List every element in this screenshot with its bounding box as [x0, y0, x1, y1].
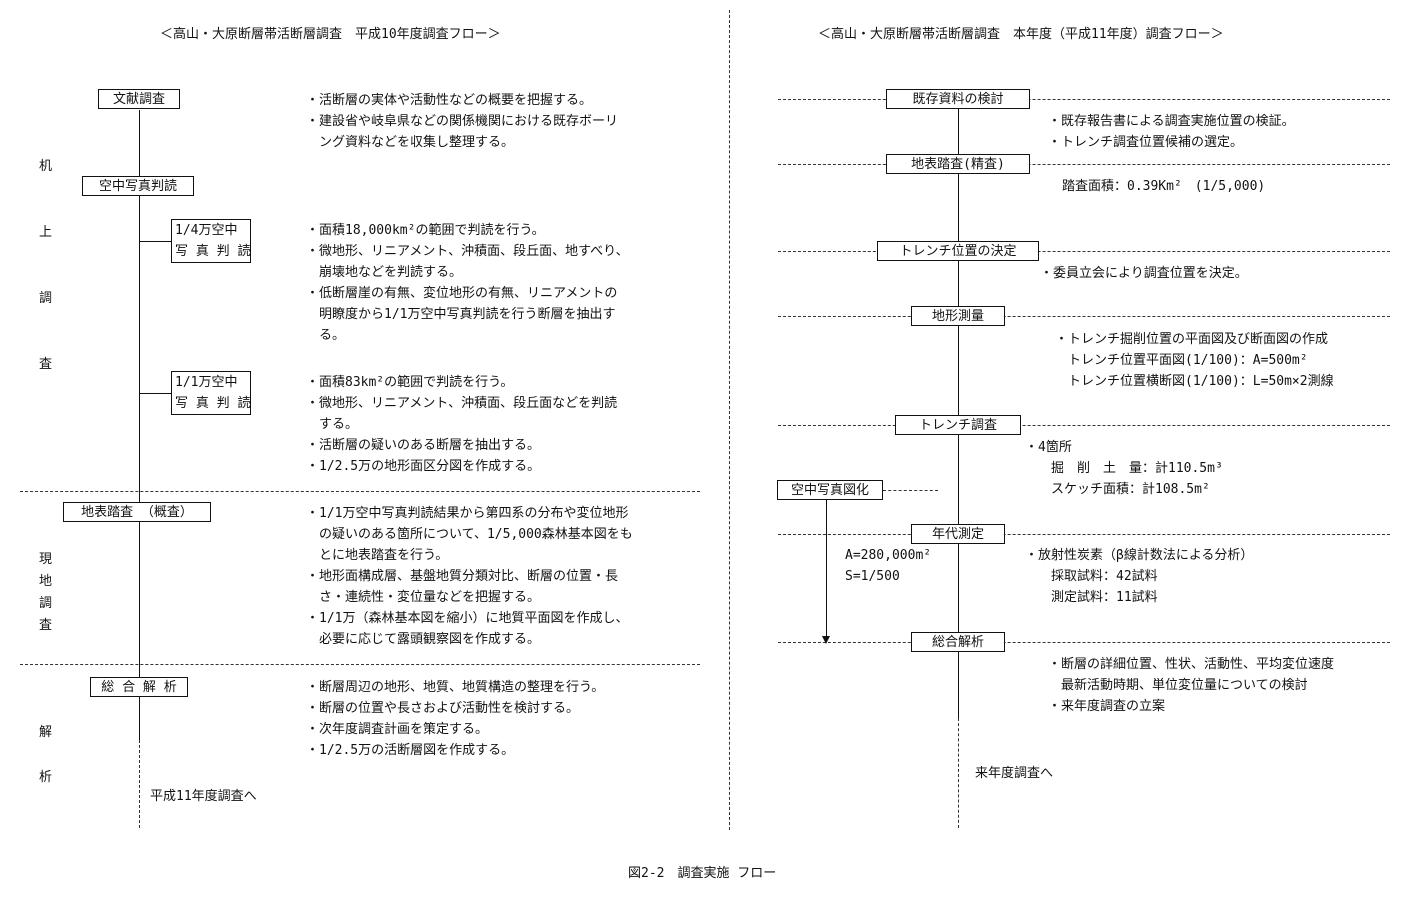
analysis-box: 総 合 解 析	[90, 677, 188, 697]
right-title: ＜高山・大原断層帯活断層調査 本年度（平成11年度）調査フロー＞	[818, 27, 1224, 42]
field-survey-notes: ・1/1万空中写真判読結果から第四系の分布や変位地形 の疑いのある箇所について、…	[306, 506, 633, 647]
trench-position-notes: ・委員立会により調査位置を決定。	[1040, 266, 1248, 281]
existing-notes: ・既存報告書による調査実施位置の検証。 ・トレンチ調査位置候補の選定。	[1048, 114, 1295, 150]
literature-survey-box: 文献調査	[98, 89, 180, 109]
center-divider	[729, 10, 730, 830]
phase-separator	[20, 664, 700, 665]
trench-position-box: トレンチ位置の決定	[877, 241, 1039, 261]
side-label: 査	[39, 618, 53, 633]
arrow-head-icon	[822, 636, 830, 644]
side-label: 上	[39, 225, 53, 240]
step-dash	[778, 99, 1390, 100]
step-dash	[778, 251, 1390, 252]
aerial-area-notes: A=280,000m² S=1/500	[845, 548, 932, 584]
synthesis-notes: ・断層の詳細位置、性状、活動性、平均変位速度 最新活動時期、単位変位量についての…	[1048, 657, 1335, 714]
aerial-mapping-box: 空中写真図化	[777, 480, 883, 500]
left-flow-line	[139, 110, 140, 740]
synthesis-box: 総合解析	[911, 632, 1005, 652]
aerial-map-arrow-line	[826, 500, 827, 640]
side-label: 机	[39, 159, 53, 174]
left-flow-continuation	[139, 740, 140, 828]
step-dash	[778, 164, 1390, 165]
side-label: 査	[39, 357, 53, 372]
step-dash	[778, 425, 1390, 426]
right-flow-line	[958, 100, 959, 718]
step-dash	[778, 642, 1390, 643]
aerial-photo-box: 空中写真判読	[82, 176, 194, 196]
left-title: ＜高山・大原断層帯活断層調査 平成10年度調査フロー＞	[160, 27, 501, 42]
step-dash	[778, 534, 1390, 535]
side-label: 解	[39, 725, 53, 740]
topo-notes: ・トレンチ掘削位置の平面図及び断面図の作成 トレンチ位置平面図(1/100)：A…	[1055, 332, 1334, 389]
right-flow-continuation	[958, 718, 959, 828]
side-label: 析	[39, 770, 53, 785]
detailed-survey-notes: 踏査面積：0.39Km² (1/5,000)	[1062, 179, 1266, 194]
figure-caption: 図2-2 調査実施 フロー	[628, 866, 777, 881]
branch-line	[139, 393, 171, 394]
aerial-map-dash	[883, 490, 938, 491]
phase-separator	[20, 491, 700, 492]
detailed-survey-box: 地表踏査(精査)	[886, 154, 1030, 174]
aerial-40k-notes: ・面積18,000km²の範囲で判読を行う。 ・微地形、リニアメント、沖積面、段…	[306, 223, 629, 343]
literature-notes: ・活断層の実体や活動性などの概要を把握する。 ・建設省や岐阜県などの関係機関にお…	[306, 93, 619, 150]
dating-box: 年代測定	[911, 524, 1005, 544]
left-next-year: 平成11年度調査へ	[150, 789, 257, 804]
dating-notes: ・放射性炭素（β線計数法による分析） 採取試料：42試料 測定試料：11試料	[1025, 548, 1254, 605]
topo-survey-box: 地形測量	[911, 306, 1005, 326]
side-label: 現	[39, 552, 53, 567]
side-label: 地	[39, 574, 53, 589]
trench-notes: ・4箇所 掘 削 土 量：計110.5m³ スケッチ面積：計108.5m²	[1025, 440, 1223, 497]
aerial-40k-box: 1/4万空中 写 真 判 読	[171, 219, 251, 263]
side-label: 調	[39, 596, 53, 611]
branch-line	[139, 241, 171, 242]
field-survey-box: 地表踏査 （概査）	[63, 502, 211, 522]
trench-survey-box: トレンチ調査	[895, 415, 1021, 435]
aerial-10k-box: 1/1万空中 写 真 判 読	[171, 371, 251, 415]
right-next-year: 来年度調査へ	[975, 766, 1054, 781]
step-dash	[778, 316, 1390, 317]
analysis-notes: ・断層周辺の地形、地質、地質構造の整理を行う。 ・断層の位置や長さおよび活動性を…	[306, 680, 605, 758]
existing-data-box: 既存資料の検討	[886, 89, 1030, 109]
side-label: 調	[39, 291, 53, 306]
aerial-10k-notes: ・面積83km²の範囲で判読を行う。 ・微地形、リニアメント、沖積面、段丘面など…	[306, 375, 618, 474]
